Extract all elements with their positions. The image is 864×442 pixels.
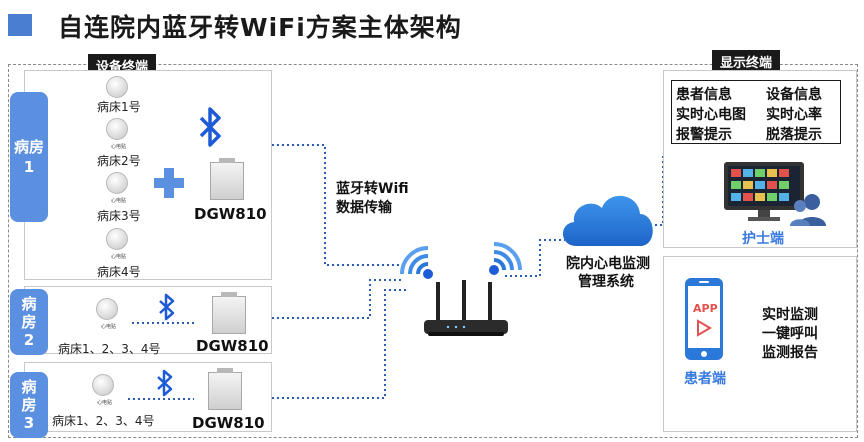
info-heart-rate: 实时心率 — [766, 107, 822, 123]
room2-gateway-label: DGW810 — [196, 337, 269, 355]
bluetooth-icon — [157, 369, 173, 397]
gateway-icon — [210, 158, 244, 200]
transmission-line1: 蓝牙转Wifi — [336, 181, 409, 197]
room3-gateway-label: DGW810 — [192, 414, 265, 432]
room2-label-line1: 病 — [21, 295, 37, 313]
info-patient: 患者信息 — [676, 87, 732, 103]
phone-icon — [685, 278, 723, 360]
router-icon — [424, 280, 508, 336]
transmission-line2: 数据传输 — [336, 200, 392, 216]
room2-label-line3: 2 — [23, 331, 35, 349]
patient-feature-monitor: 实时监测 — [762, 307, 818, 323]
title-accent-bar — [8, 14, 32, 36]
room3-ble-link — [128, 398, 194, 400]
link-room3 — [272, 289, 408, 399]
cloud-icon — [562, 195, 653, 246]
cloud-system-line2: 管理系统 — [578, 274, 634, 290]
ecg-patch-icon — [96, 298, 118, 320]
bluetooth-icon — [159, 293, 175, 321]
room2-label: 病 房 2 — [10, 289, 48, 355]
room1-bed2: 病床2号 — [97, 154, 141, 168]
nurse-info-box — [671, 80, 841, 144]
plus-icon — [154, 168, 184, 198]
app-label: APP — [693, 302, 718, 315]
room1-label-line1: 病房 — [13, 138, 44, 156]
ecg-patch-icon — [106, 172, 128, 194]
ecg-patch-icon — [106, 76, 128, 98]
link-room2 — [272, 279, 402, 319]
info-detach: 脱落提示 — [766, 127, 822, 143]
info-alarm: 报警提示 — [676, 127, 732, 143]
room3-label-line1: 病 — [21, 378, 37, 396]
room1-gateway-label: DGW810 — [194, 205, 267, 223]
room1-sensor-caption: 心电贴 — [111, 198, 127, 204]
ecg-patch-icon — [92, 374, 114, 396]
room2-sensor-caption: 心电贴 — [101, 324, 117, 330]
room1-sensor-caption: 心电贴 — [111, 254, 127, 260]
patient-feature-report: 监测报告 — [762, 345, 818, 361]
room2-ble-link — [132, 322, 194, 324]
patient-feature-call: 一键呼叫 — [762, 326, 818, 342]
room1-label: 病房 1 — [10, 92, 48, 222]
room2-label-line2: 房 — [21, 313, 37, 331]
info-ecg: 实时心电图 — [676, 107, 746, 123]
ecg-patch-icon — [106, 118, 128, 140]
room1-bed3: 病床3号 — [97, 209, 141, 223]
gateway-icon — [212, 292, 246, 334]
room1-sensor-caption: 心电贴 — [111, 144, 127, 150]
ecg-patch-icon — [106, 228, 128, 250]
room3-label-line3: 3 — [23, 414, 35, 432]
patient-terminal-label: 患者端 — [684, 371, 726, 387]
room1-bed1: 病床1号 — [97, 100, 141, 114]
architecture-boundary — [8, 64, 858, 438]
room3-label-line2: 房 — [21, 396, 37, 414]
wifi-signal-icon — [400, 246, 433, 279]
display-terminal-label: 显示终端 — [712, 50, 781, 73]
monitor-icon — [724, 162, 826, 226]
room1-bed4: 病床4号 — [97, 265, 141, 279]
bluetooth-icon — [199, 107, 221, 147]
link-room1 — [272, 144, 400, 266]
cloud-system-line1: 院内心电监测 — [566, 256, 650, 272]
nurse-terminal-label: 护士端 — [742, 231, 784, 247]
room3-label: 病 房 3 — [10, 372, 48, 438]
page-title: 自连院内蓝牙转WiFi方案主体架构 — [58, 13, 462, 42]
gateway-icon — [208, 368, 242, 410]
room2-beds: 病床1、2、3、4号 — [58, 342, 161, 356]
room3-sensor-caption: 心电贴 — [97, 400, 113, 406]
info-device: 设备信息 — [766, 87, 822, 103]
room1-label-line2: 1 — [23, 158, 35, 176]
room3-beds: 病床1、2、3、4号 — [52, 414, 155, 428]
wifi-signal-icon — [489, 242, 522, 275]
